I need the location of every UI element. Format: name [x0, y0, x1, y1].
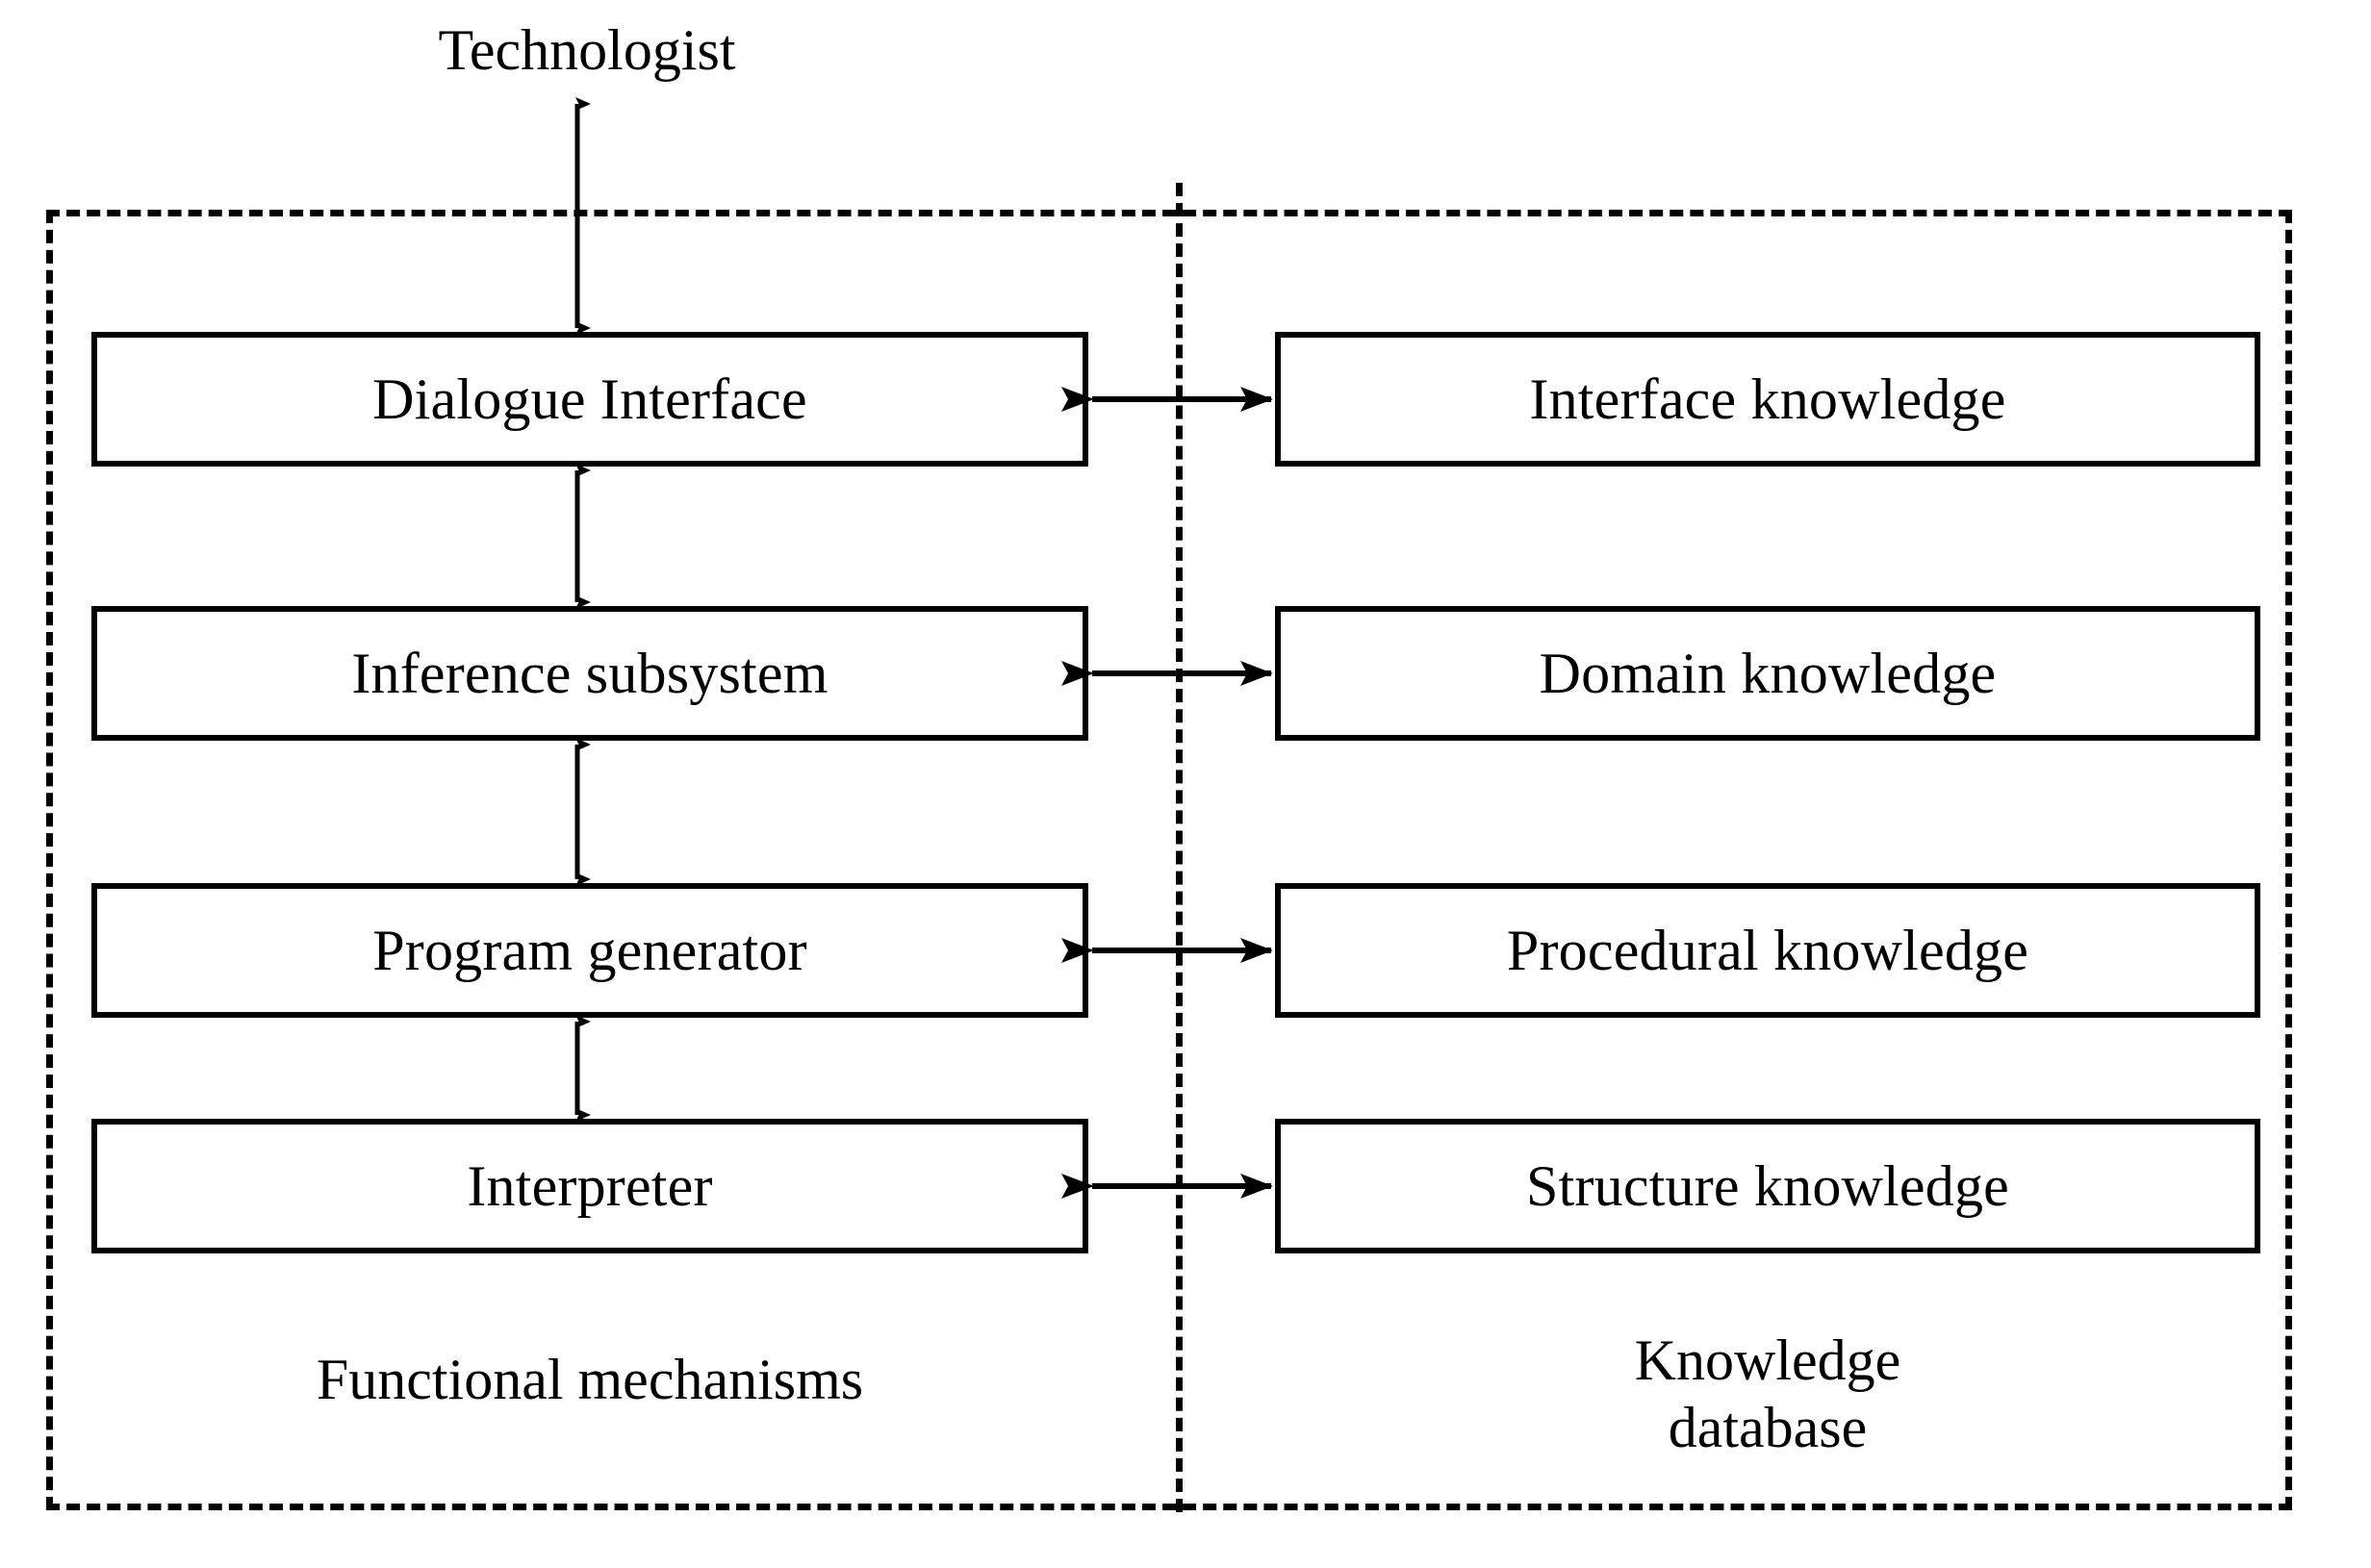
caption-knowledge-database: Knowledge database — [1634, 1328, 1901, 1459]
section-divider — [1176, 183, 1183, 1512]
node-structure-knowledge[interactable]: Structure knowledge — [1275, 1119, 2260, 1253]
node-interpreter[interactable]: Interpreter — [91, 1119, 1088, 1253]
caption-functional-mechanisms: Functional mechanisms — [316, 1348, 864, 1411]
node-inference-subsystem[interactable]: Inference subsystem — [91, 606, 1088, 741]
system-boundary — [46, 210, 2292, 1510]
external-actor-label: Technologist — [438, 18, 736, 82]
node-program-generator[interactable]: Program generator — [91, 883, 1088, 1018]
node-interface-knowledge[interactable]: Interface knowledge — [1275, 332, 2260, 467]
node-domain-knowledge[interactable]: Domain knowledge — [1275, 606, 2260, 741]
node-dialogue-interface[interactable]: Dialogue Interface — [91, 332, 1088, 467]
node-procedural-knowledge[interactable]: Procedural knowledge — [1275, 883, 2260, 1018]
